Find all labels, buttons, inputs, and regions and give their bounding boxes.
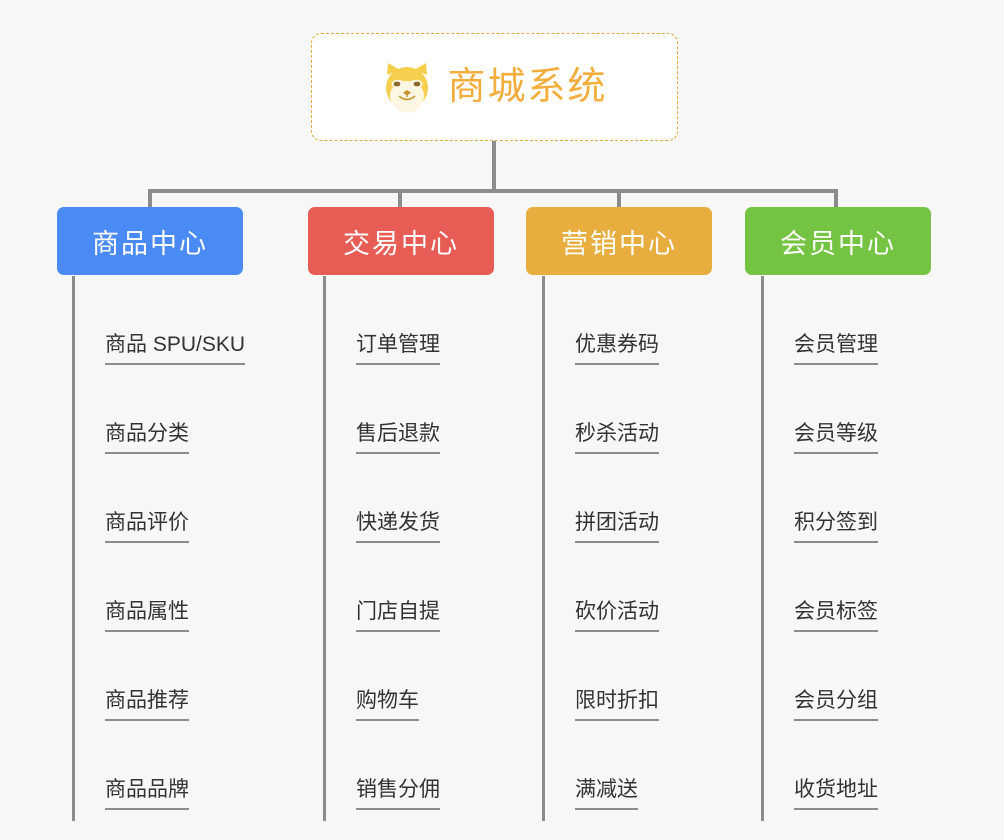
leaf-label: 满减送 xyxy=(575,779,638,810)
leaf-label: 会员等级 xyxy=(794,423,878,454)
category-title-3: 会员中心 xyxy=(780,228,896,259)
leaf-label: 门店自提 xyxy=(356,601,440,632)
leaf-item[interactable]: 商品属性 xyxy=(61,543,291,632)
leaf-item[interactable]: 优惠券码 xyxy=(531,276,761,365)
leaf-label: 会员分组 xyxy=(794,690,878,721)
leaf-item[interactable]: 会员等级 xyxy=(750,365,980,454)
leaf-item[interactable]: 商品品牌 xyxy=(61,721,291,810)
leaf-label: 会员标签 xyxy=(794,601,878,632)
leaf-label: 商品分类 xyxy=(105,423,189,454)
leaf-item[interactable]: 拼团活动 xyxy=(531,454,761,543)
leaf-label: 订单管理 xyxy=(356,334,440,365)
column-spine-1 xyxy=(323,276,326,821)
leaf-column-0: 商品 SPU/SKU 商品分类 商品评价 商品属性 商品推荐 商品品牌 xyxy=(61,276,291,821)
leaf-item[interactable]: 商品评价 xyxy=(61,454,291,543)
leaf-item[interactable]: 商品分类 xyxy=(61,365,291,454)
leaf-item[interactable]: 会员分组 xyxy=(750,632,980,721)
leaf-item[interactable]: 快递发货 xyxy=(312,454,542,543)
leaf-label: 积分签到 xyxy=(794,512,878,543)
leaf-label: 快递发货 xyxy=(356,512,440,543)
leaf-label: 商品推荐 xyxy=(105,690,189,721)
leaf-item[interactable]: 积分签到 xyxy=(750,454,980,543)
category-box-2[interactable]: 营销中心 xyxy=(526,207,712,275)
leaf-column-1: 订单管理 售后退款 快递发货 门店自提 购物车 销售分佣 xyxy=(312,276,542,821)
leaf-label: 限时折扣 xyxy=(575,690,659,721)
connector-drop-2 xyxy=(398,189,402,207)
column-spine-2 xyxy=(542,276,545,821)
column-spine-3 xyxy=(761,276,764,821)
leaf-item[interactable]: 会员标签 xyxy=(750,543,980,632)
root-title: 商城系统 xyxy=(447,66,608,108)
leaf-label: 售后退款 xyxy=(356,423,440,454)
category-box-1[interactable]: 交易中心 xyxy=(308,207,494,275)
column-spine-0 xyxy=(72,276,75,821)
leaf-item[interactable]: 限时折扣 xyxy=(531,632,761,721)
category-title-0: 商品中心 xyxy=(92,228,208,259)
connector-drop-1 xyxy=(148,189,152,207)
leaf-label: 购物车 xyxy=(356,690,419,721)
leaf-label: 会员管理 xyxy=(794,334,878,365)
leaf-column-2: 优惠券码 秒杀活动 拼团活动 砍价活动 限时折扣 满减送 xyxy=(531,276,761,821)
leaf-label: 拼团活动 xyxy=(575,512,659,543)
leaf-item[interactable]: 收货地址 xyxy=(750,721,980,810)
category-title-1: 交易中心 xyxy=(343,228,459,259)
leaf-item[interactable]: 商品 SPU/SKU xyxy=(61,276,291,365)
leaf-item[interactable]: 商品推荐 xyxy=(61,632,291,721)
leaf-item[interactable]: 秒杀活动 xyxy=(531,365,761,454)
leaf-item[interactable]: 售后退款 xyxy=(312,365,542,454)
leaf-label: 收货地址 xyxy=(794,779,878,810)
leaf-label: 秒杀活动 xyxy=(575,423,659,454)
connector-horizontal-bus xyxy=(148,189,838,193)
connector-drop-4 xyxy=(834,189,838,207)
leaf-label: 商品品牌 xyxy=(105,779,189,810)
category-box-0[interactable]: 商品中心 xyxy=(57,207,243,275)
root-node-shopping-mall-system[interactable]: 商城系统 xyxy=(311,33,678,141)
leaf-label: 商品评价 xyxy=(105,512,189,543)
leaf-item[interactable]: 销售分佣 xyxy=(312,721,542,810)
leaf-item[interactable]: 会员管理 xyxy=(750,276,980,365)
leaf-label: 商品属性 xyxy=(105,601,189,632)
leaf-item[interactable]: 满减送 xyxy=(531,721,761,810)
leaf-label: 砍价活动 xyxy=(575,601,659,632)
connector-root-stem xyxy=(492,141,496,191)
leaf-item[interactable]: 购物车 xyxy=(312,632,542,721)
category-title-2: 营销中心 xyxy=(561,228,677,259)
leaf-label: 商品 SPU/SKU xyxy=(105,334,246,365)
leaf-item[interactable]: 门店自提 xyxy=(312,543,542,632)
leaf-label: 优惠券码 xyxy=(575,334,659,365)
leaf-item[interactable]: 订单管理 xyxy=(312,276,542,365)
leaf-label: 销售分佣 xyxy=(356,779,440,810)
connector-drop-3 xyxy=(617,189,621,207)
shiba-dog-icon xyxy=(381,61,433,113)
category-box-3[interactable]: 会员中心 xyxy=(745,207,931,275)
leaf-item[interactable]: 砍价活动 xyxy=(531,543,761,632)
leaf-column-3: 会员管理 会员等级 积分签到 会员标签 会员分组 收货地址 xyxy=(750,276,980,821)
